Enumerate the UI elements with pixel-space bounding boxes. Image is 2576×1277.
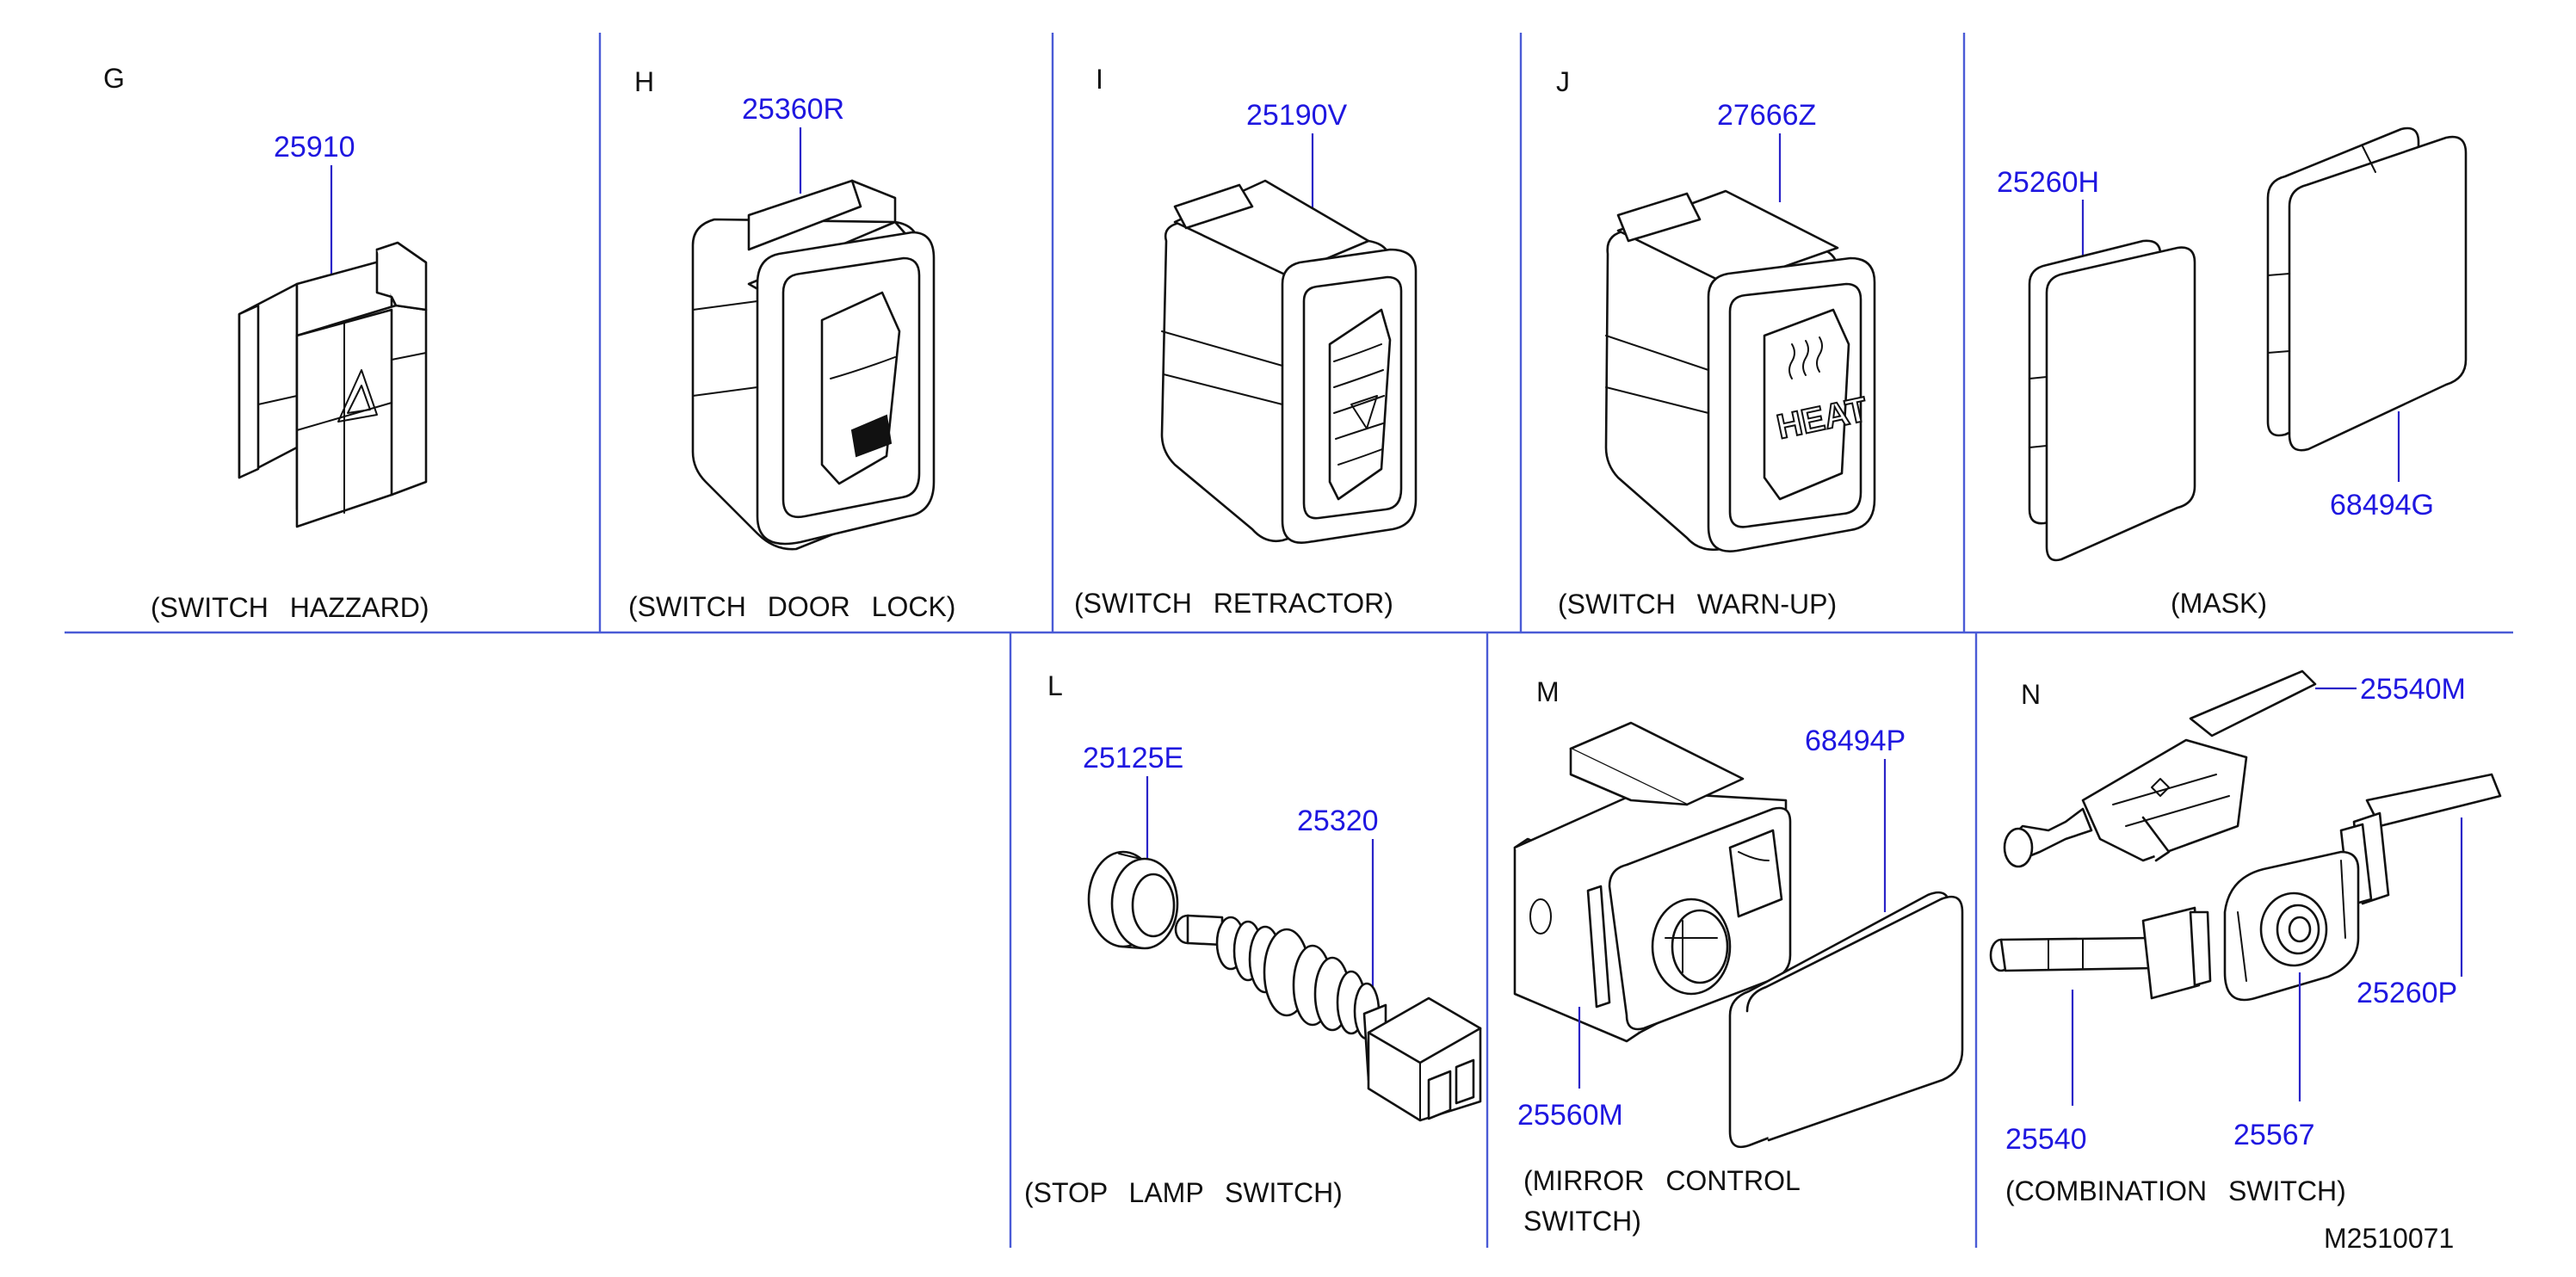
part-number-25540[interactable]: 25540 bbox=[2005, 1123, 2087, 1156]
mask-large-illustration bbox=[2266, 126, 2468, 452]
part-number-25190v[interactable]: 25190V bbox=[1246, 99, 1348, 132]
part-number-25320[interactable]: 25320 bbox=[1297, 805, 1379, 837]
combination-switch-assembly-illustration bbox=[2003, 669, 2317, 868]
panel-m: M 68494P 25560M (MIRROR CONTROL SWITCH) bbox=[1513, 676, 1964, 1237]
grommet-illustration bbox=[1087, 850, 1179, 950]
panel-dividers bbox=[65, 33, 2513, 1248]
stop-lamp-switch-illustration bbox=[1174, 914, 1482, 1122]
hazard-switch-illustration bbox=[238, 241, 428, 528]
panel-letter-h: H bbox=[634, 66, 654, 97]
wiper-switch-illustration bbox=[2339, 773, 2502, 907]
caption-n: (COMBINATION SWITCH) bbox=[2005, 1175, 2346, 1206]
mask-small-illustration bbox=[2028, 239, 2196, 562]
panel-j: J 27666Z HEAT (SWITCH WARN-UP) bbox=[1556, 66, 1876, 620]
part-number-25360r[interactable]: 25360R bbox=[742, 93, 844, 126]
panel-letter-n: N bbox=[2021, 679, 2041, 710]
panel-letter-i: I bbox=[1096, 64, 1103, 95]
caption-i: (SWITCH RETRACTOR) bbox=[1074, 588, 1393, 619]
part-number-25567[interactable]: 25567 bbox=[2233, 1119, 2315, 1151]
mirror-switch-illustration bbox=[1513, 721, 1792, 1043]
spiral-cable-illustration bbox=[2223, 850, 2360, 1002]
caption-m-line2: SWITCH) bbox=[1523, 1206, 1641, 1237]
door-lock-switch-illustration bbox=[691, 179, 936, 551]
lighting-switch-illustration bbox=[1989, 906, 2212, 1000]
panel-i: I 25190V (SWITCH RETRACTOR) bbox=[1074, 64, 1418, 619]
caption-mask: (MASK) bbox=[2171, 588, 2267, 619]
part-number-25260p[interactable]: 25260P bbox=[2357, 977, 2457, 1009]
warm-up-switch-illustration: HEAT bbox=[1604, 189, 1876, 552]
part-number-27666z[interactable]: 27666Z bbox=[1717, 99, 1816, 132]
panel-letter-j: J bbox=[1556, 66, 1570, 97]
panel-letter-l: L bbox=[1047, 670, 1063, 701]
part-number-25260h[interactable]: 25260H bbox=[1997, 166, 2099, 199]
caption-h: (SWITCH DOOR LOCK) bbox=[628, 591, 955, 622]
panel-g: G 25910 (SWITCH HAZZARD) bbox=[103, 63, 429, 623]
caption-g: (SWITCH HAZZARD) bbox=[151, 592, 429, 623]
caption-l: (STOP LAMP SWITCH) bbox=[1024, 1177, 1343, 1208]
part-number-25125e[interactable]: 25125E bbox=[1083, 742, 1183, 774]
caption-m-line1: (MIRROR CONTROL bbox=[1523, 1165, 1801, 1196]
panel-n: N 25540M 25260P 25540 bbox=[1989, 669, 2502, 1206]
part-number-68494g[interactable]: 68494G bbox=[2330, 489, 2434, 521]
mirror-mask-illustration bbox=[1728, 891, 1964, 1149]
part-number-25910[interactable]: 25910 bbox=[274, 131, 355, 163]
panel-letter-g: G bbox=[103, 63, 125, 94]
part-number-25540m[interactable]: 25540M bbox=[2360, 673, 2466, 706]
drawing-id: M2510071 bbox=[2324, 1223, 2454, 1254]
panel-mask: 25260H 68494G (MASK) bbox=[1997, 126, 2468, 619]
part-number-25560m[interactable]: 25560M bbox=[1517, 1099, 1623, 1132]
panel-l: L 25125E 25320 bbox=[1024, 670, 1482, 1208]
panel-h: H 25360R (SWITCH DOOR LOCK) bbox=[628, 66, 955, 622]
part-number-68494p[interactable]: 68494P bbox=[1805, 725, 1906, 757]
panel-letter-m: M bbox=[1536, 676, 1560, 707]
retractor-switch-illustration bbox=[1160, 179, 1418, 545]
caption-j: (SWITCH WARN-UP) bbox=[1558, 589, 1837, 620]
